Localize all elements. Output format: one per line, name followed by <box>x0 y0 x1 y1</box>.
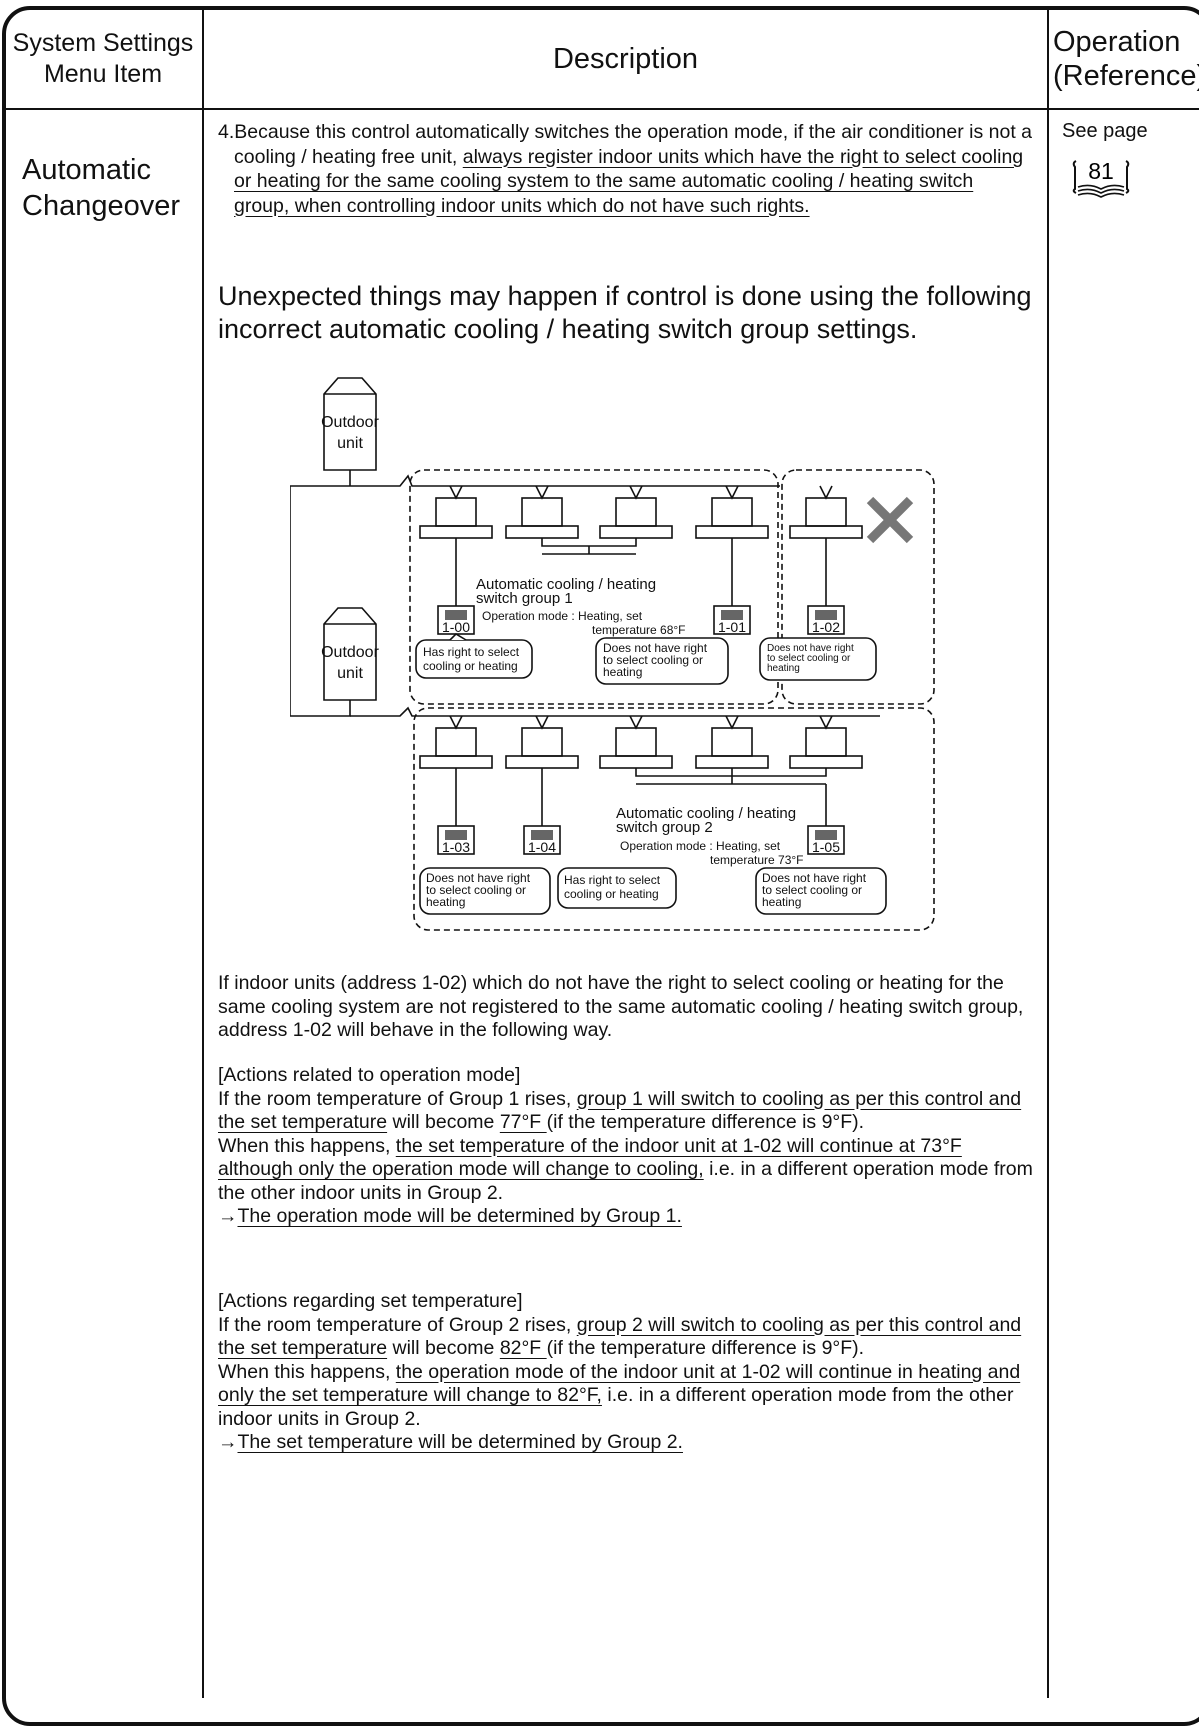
svg-text:Operation mode : Heating, set: Operation mode : Heating, set <box>482 609 643 623</box>
text: will become <box>387 1111 500 1133</box>
explanation-paragraph: If indoor units (address 1-02) which do … <box>218 972 1024 1041</box>
header-label: Description <box>552 42 699 75</box>
underlined-text: 77°F <box>499 1111 547 1133</box>
intro-text: 4.Because this control automatically swi… <box>218 121 1033 168</box>
svg-text:Automatic cooling / heating: Automatic cooling / heating <box>616 805 796 822</box>
svg-text:Does not have right: Does not have right <box>762 871 867 885</box>
reference-cell: See page 81 <box>1062 120 1148 205</box>
reference-page-number: 81 <box>1088 158 1114 184</box>
svg-text:1-03: 1-03 <box>442 839 470 855</box>
underlined-text: The operation mode will be determined by… <box>237 1205 682 1227</box>
svg-text:1-00: 1-00 <box>442 619 470 635</box>
arrow: → <box>218 1205 238 1227</box>
group1-boundary <box>409 469 779 705</box>
explanation: If indoor units (address 1-02) which do … <box>218 972 1033 1043</box>
text: If the room temperature of Group 2 rises… <box>218 1313 577 1336</box>
intro-underlined-text: always register indoor units which have … <box>234 145 1024 217</box>
header-menu-item: System Settings Menu Item <box>4 10 202 108</box>
indoor-units-row2 <box>419 715 863 826</box>
svg-text:1-02: 1-02 <box>812 619 840 635</box>
underlined-text: group 2 will switch to cooling as per th… <box>218 1313 1022 1360</box>
header-label: (Reference) <box>1053 60 1199 92</box>
svg-text:to select cooling or: to select cooling or <box>426 883 526 897</box>
underlined-text: 82°F <box>499 1337 547 1359</box>
indoor-units-row1 <box>419 485 863 555</box>
svg-text:heating: heating <box>767 663 800 674</box>
text: i.e. in a different operation mode from … <box>218 1384 1014 1430</box>
arrow: → <box>218 1431 238 1453</box>
svg-text:1-01: 1-01 <box>718 619 746 635</box>
text: (if the temperature difference is 9°F). <box>546 1111 865 1133</box>
header-label: Menu Item <box>43 60 163 88</box>
warning-sentence: Unexpected things may happen if control … <box>218 281 1032 344</box>
section-operation-mode: [Actions related to operation mode] If t… <box>218 1064 1033 1229</box>
header-label: System Settings <box>12 29 194 57</box>
svg-text:temperature 73°F: temperature 73°F <box>710 853 804 867</box>
excluded-mark <box>866 496 914 544</box>
svg-text:switch group 2: switch group 2 <box>616 819 713 836</box>
header-divider <box>4 108 1199 110</box>
svg-text:Does not have right: Does not have right <box>767 643 854 654</box>
svg-text:cooling or heating: cooling or heating <box>564 887 659 901</box>
svg-text:1-05: 1-05 <box>812 839 840 855</box>
section-set-temperature: [Actions regarding set temperature] If t… <box>218 1290 1033 1455</box>
column-divider <box>1047 10 1049 1698</box>
underlined-text: group 1 will switch to cooling as per th… <box>218 1087 1022 1134</box>
menu-item-line: Automatic <box>22 154 151 186</box>
svg-text:cooling or heating: cooling or heating <box>423 659 518 673</box>
text: i.e. in a different operation mode from … <box>218 1158 1033 1204</box>
header-description: Description <box>204 10 1047 108</box>
svg-text:unit: unit <box>337 435 363 452</box>
svg-text:Does not have right: Does not have right <box>426 871 531 885</box>
svg-text:unit: unit <box>337 665 363 682</box>
text: If the room temperature of Group 1 rises… <box>218 1087 577 1110</box>
svg-text:heating: heating <box>762 895 801 909</box>
svg-text:temperature 68°F: temperature 68°F <box>592 623 686 637</box>
svg-text:to select cooling or: to select cooling or <box>762 883 862 897</box>
menu-item-name: Automatic Changeover <box>22 152 180 224</box>
see-page-label: See page <box>1062 120 1148 142</box>
svg-text:to select cooling or: to select cooling or <box>603 653 703 667</box>
svg-text:Does not have right: Does not have right <box>603 641 708 655</box>
section-heading: [Actions related to operation mode] <box>218 1064 521 1086</box>
group2-boundary <box>413 707 935 931</box>
svg-text:switch group 1: switch group 1 <box>476 590 573 607</box>
text: will become <box>387 1337 500 1359</box>
header-operation: Operation (Reference) <box>1049 10 1199 108</box>
column-divider <box>202 10 204 1698</box>
text: When this happens, <box>218 1134 396 1157</box>
svg-text:to select cooling or: to select cooling or <box>767 653 851 664</box>
svg-text:Outdoor: Outdoor <box>321 414 379 431</box>
svg-text:Has right to select: Has right to select <box>423 645 520 659</box>
underlined-text: the operation mode of the indoor unit at… <box>218 1360 1021 1407</box>
outdoor-unit: Outdoor unit <box>321 377 380 471</box>
outdoor-unit: Outdoor unit <box>321 607 380 701</box>
menu-item-line: Changeover <box>22 190 180 222</box>
book-icon[interactable]: 81 <box>1068 149 1138 199</box>
svg-text:Has right to select: Has right to select <box>564 873 661 887</box>
underlined-text: the set temperature of the indoor unit a… <box>218 1134 962 1181</box>
svg-text:heating: heating <box>426 895 465 909</box>
intro-paragraph: 4.Because this control automatically swi… <box>218 120 1033 218</box>
system-diagram: Outdoor unit Outdoor unit 1-00 1-01 1-02… <box>290 377 935 931</box>
excluded-unit-boundary <box>781 469 935 705</box>
warning-text: Unexpected things may happen if control … <box>218 280 1033 346</box>
svg-text:heating: heating <box>603 665 642 679</box>
text: When this happens, <box>218 1360 396 1383</box>
svg-text:Operation mode : Heating, set: Operation mode : Heating, set <box>620 839 781 853</box>
svg-text:1-04: 1-04 <box>528 839 556 855</box>
svg-text:Outdoor: Outdoor <box>321 644 379 661</box>
section-heading: [Actions regarding set temperature] <box>218 1290 523 1312</box>
svg-text:Automatic cooling / heating: Automatic cooling / heating <box>476 576 656 593</box>
text: (if the temperature difference is 9°F). <box>546 1337 865 1359</box>
header-label: Operation <box>1053 26 1181 58</box>
underlined-text: The set temperature will be determined b… <box>237 1431 683 1453</box>
